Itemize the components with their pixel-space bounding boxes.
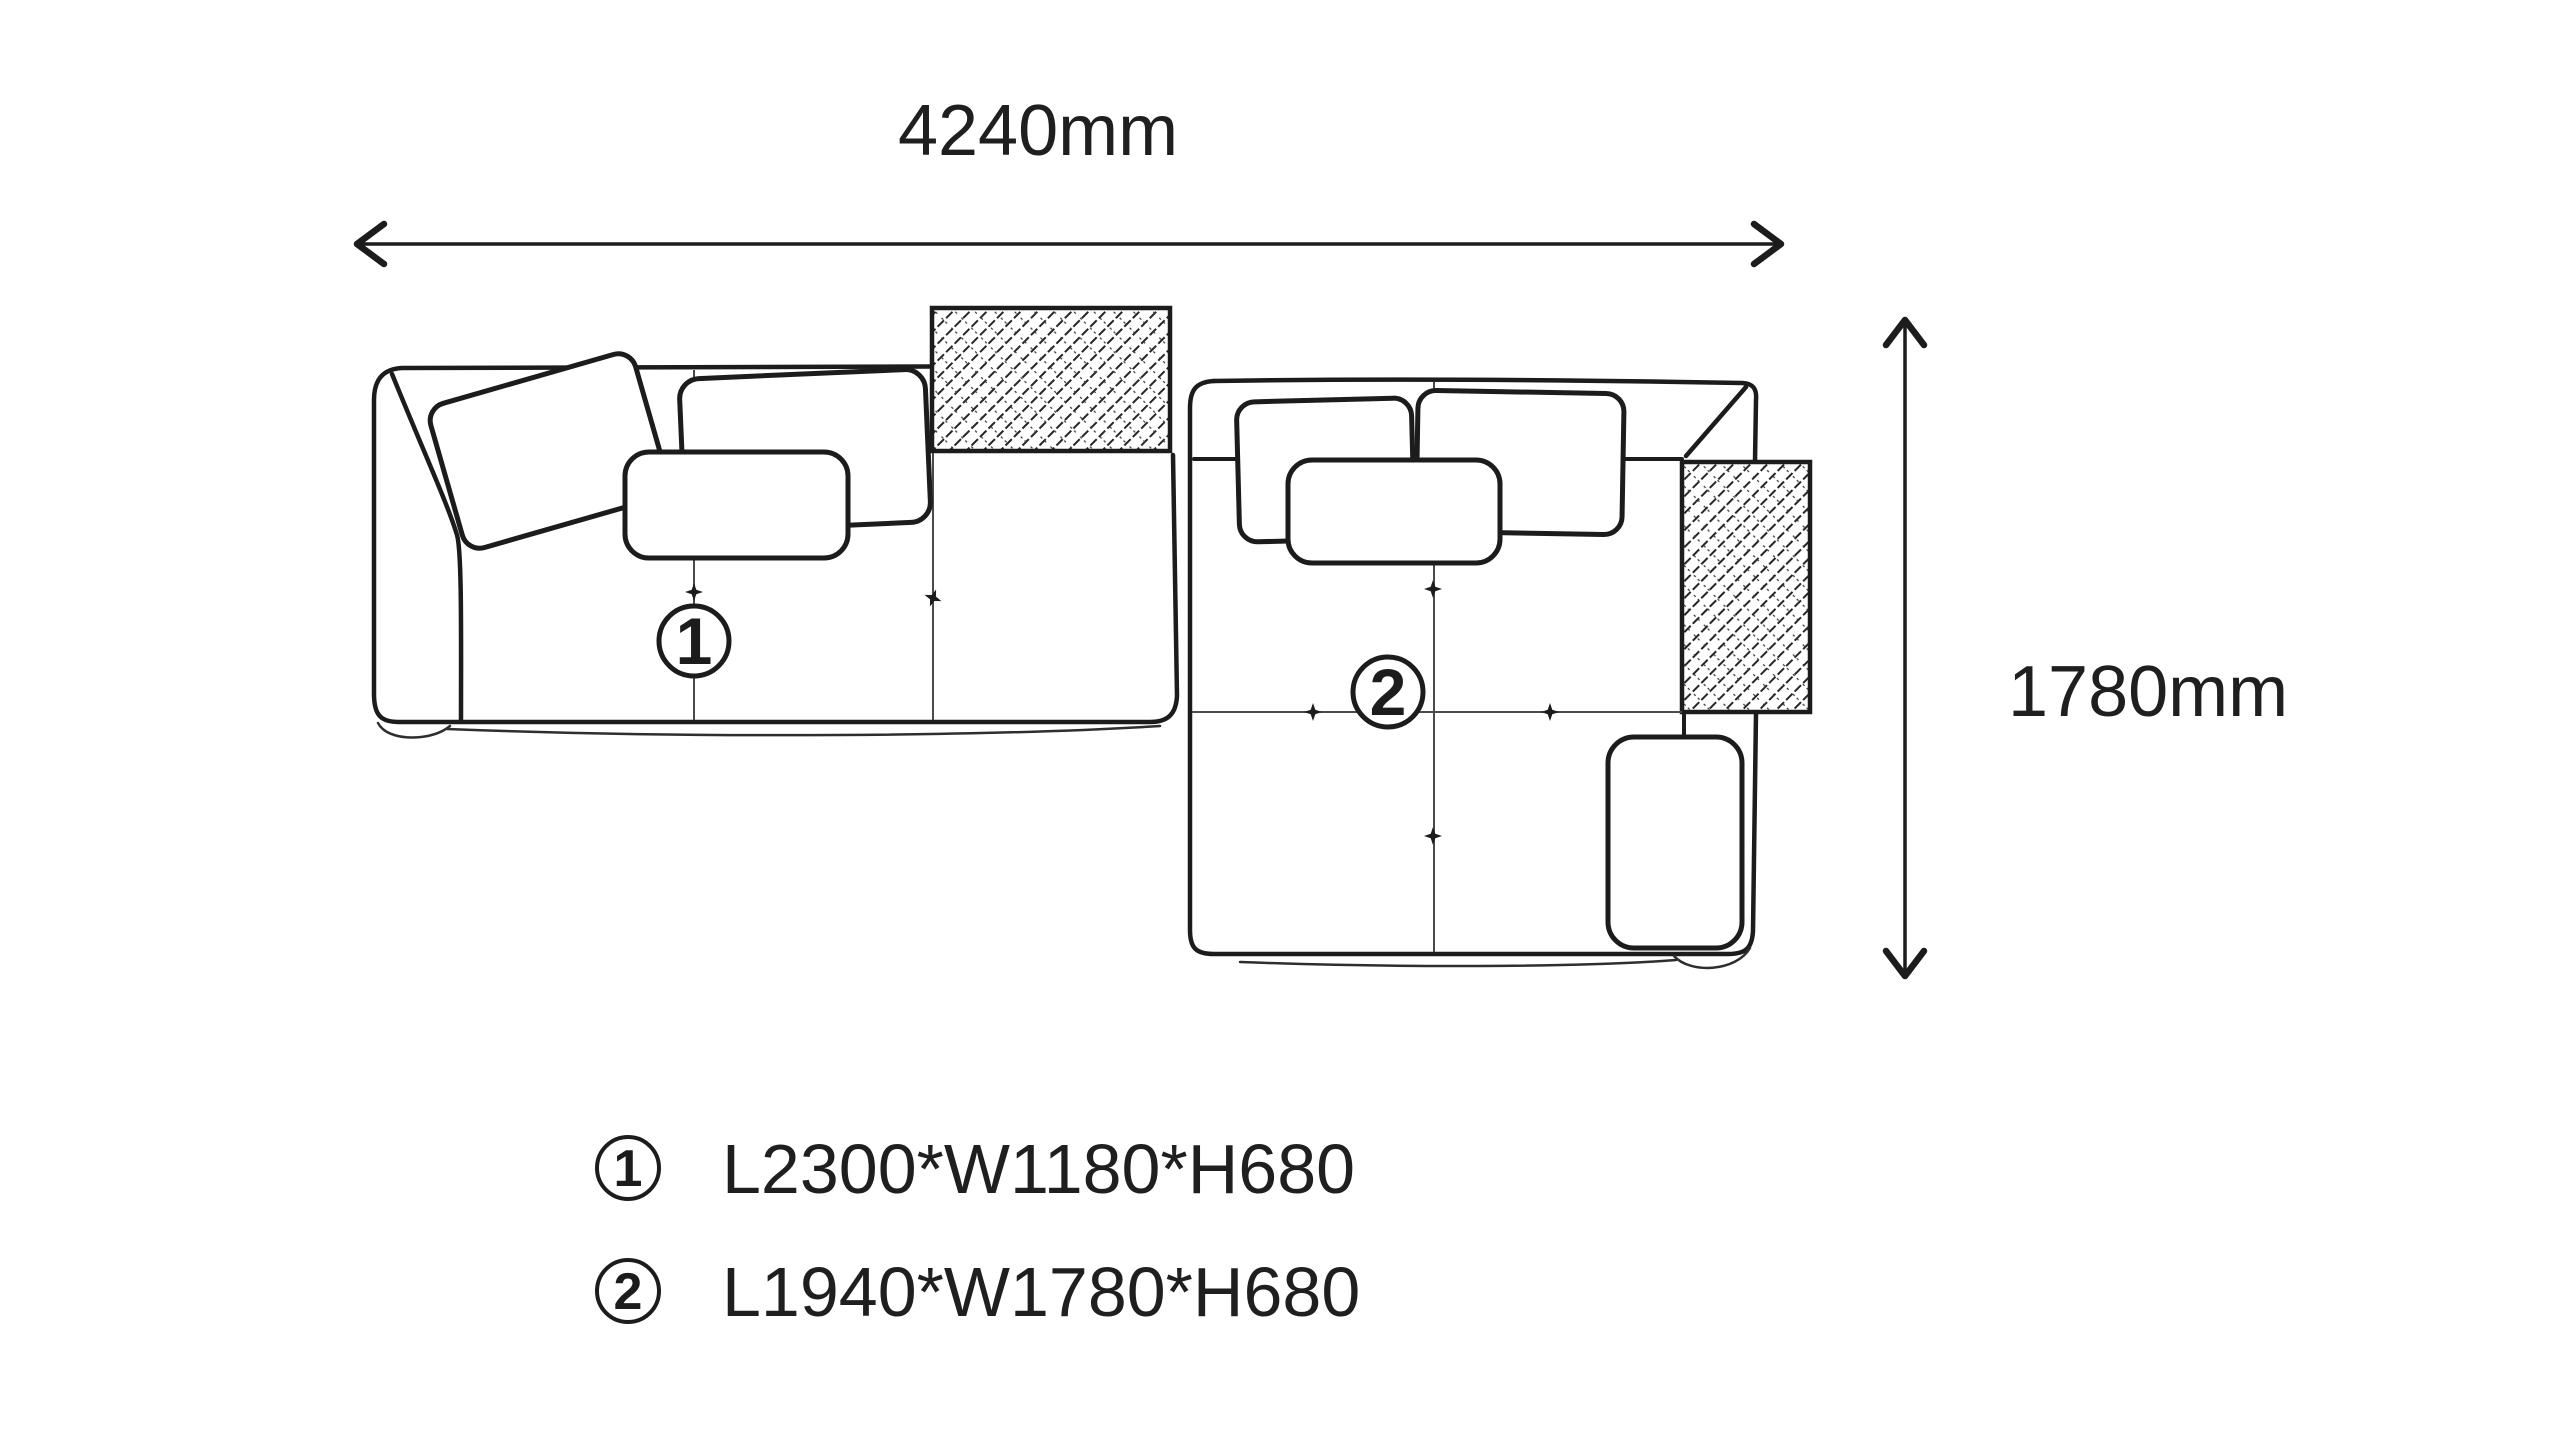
seam-mark [1424,827,1442,845]
corner-throw-pillow-1 [427,351,671,551]
sofa-2-corner-miter [1683,384,1749,459]
depth-dimension: 1780mm [1882,316,2288,980]
depth-dimension-label: 1780mm [2008,652,2288,732]
sofa-1-base-line [445,724,1162,737]
legend-row-2: 2 L1940*W1780*H680 [595,1253,1360,1331]
chaise-cushion-2 [1605,734,1745,951]
seat-cushion-2 [1285,457,1503,566]
hatch-panel-1 [929,305,1173,454]
section-2-badge: 2 [1350,654,1426,730]
arrow-left-icon [353,220,388,268]
seam-mark [1424,580,1442,598]
width-dimension: 4240mm [353,91,1785,268]
sofa-1-foot-line [376,721,452,739]
sofa-section-1: 1 [371,305,1180,739]
legend-1-dimensions: L2300*W1180*H680 [722,1130,1355,1208]
legend: 1 L2300*W1180*H680 2 L1940*W1780*H680 [595,1130,1360,1331]
legend-2-dimensions: L1940*W1780*H680 [722,1253,1360,1331]
sofa-2-base-line [1238,958,1678,968]
section-1-badge-number: 1 [676,604,713,678]
arrow-up-icon [1882,316,1928,349]
legend-1-circle [595,1135,661,1201]
sofa-2-outline-main [1187,378,1759,957]
sofa-section-2: 2 [1187,377,1813,970]
width-dimension-label: 4240mm [898,91,1178,171]
legend-2-circle [595,1258,661,1324]
sofa-1-arm-inner-edge [389,371,464,724]
sofa-1-outline [371,364,1180,725]
legend-2-number: 2 [614,1263,643,1321]
seat-cushion-1 [622,449,851,561]
hatch-panel-2 [1679,459,1813,715]
seam-mark [1541,703,1559,721]
sofa-2-outline-top [1211,377,1759,464]
arrow-right-icon [1750,220,1785,268]
sofa-2-foot-line [1672,946,1752,970]
section-2-badge-number: 2 [1370,655,1407,729]
seam-mark [685,583,703,601]
legend-row-1: 1 L2300*W1180*H680 [595,1130,1355,1208]
seam-mark [1304,703,1322,721]
section-1-badge: 1 [656,603,732,679]
legend-1-number: 1 [614,1140,643,1198]
arrow-down-icon [1882,947,1928,980]
